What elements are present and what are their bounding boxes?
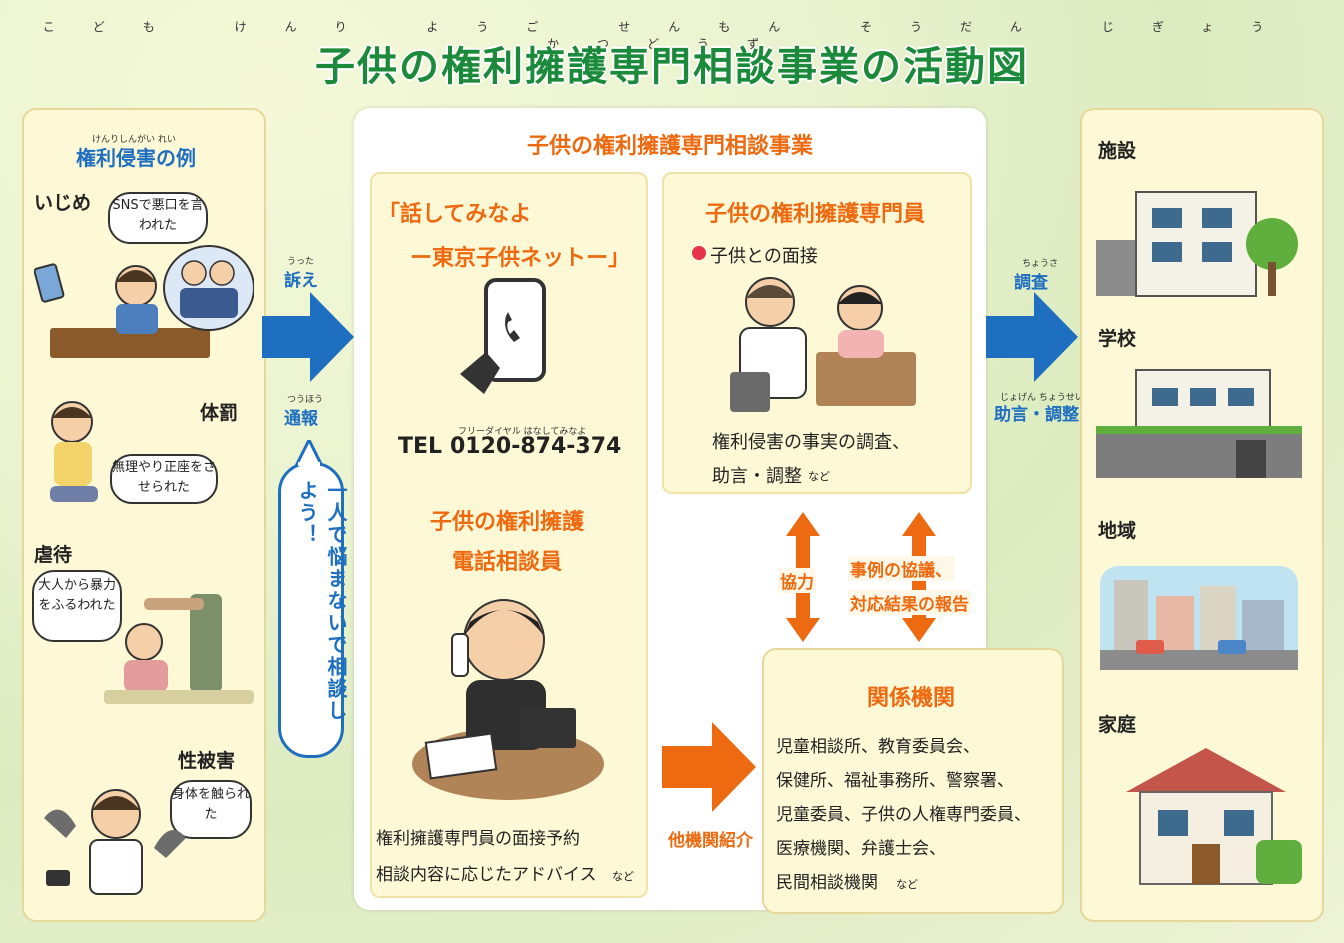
hotline-desc-2: 相談内容に応じたアドバイス	[376, 865, 597, 885]
right-arrow-blue-left	[262, 292, 354, 382]
phone-counselor-illustration	[412, 599, 604, 800]
case-label-taibatsu: 体罰	[200, 402, 239, 424]
target-label-katei: 家庭	[1098, 714, 1137, 736]
center-heading: 子供の権利擁護専門相談事業	[526, 134, 813, 159]
page-title: 子供の権利擁護専門相談事業の活動図	[315, 44, 1029, 90]
uttae-ruby: うった	[287, 257, 315, 267]
abuse-illustration	[104, 594, 254, 704]
chousa-ruby: ちょうさ	[1022, 259, 1059, 269]
kankei-line-1: 児童相談所、教育委員会、	[776, 737, 980, 757]
tel-ruby: フリーダイヤル はなしてみなよ	[458, 427, 587, 437]
left-heading: 権利侵害の例	[76, 146, 196, 170]
community-town-icon	[1100, 566, 1298, 670]
arrow-label-jogen: 助言・調整	[994, 405, 1079, 425]
punishment-illustration	[50, 401, 98, 502]
hotline-desc-suffix: など	[612, 870, 634, 883]
tsuhou-ruby: つうほう	[287, 395, 324, 405]
case-bubble-taibatsu: 無理やり正座をさせられた	[110, 454, 218, 504]
specialist-desc-1: 権利侵害の事実の調査、	[712, 432, 910, 453]
right-arrow-blue-right	[986, 292, 1078, 382]
interview-illustration	[730, 277, 916, 412]
bullet-dot	[692, 246, 706, 260]
message-hitori: 一人で悩まないで相談しよう！	[295, 480, 348, 722]
school-building-icon	[1096, 369, 1302, 478]
arrow-label-uttae: 訴え	[284, 271, 318, 291]
arrow-label-kyougi-1: 事例の協議、	[848, 556, 954, 581]
tel-label: TEL	[398, 434, 443, 459]
smartphone-icon	[460, 278, 546, 394]
message-bubble-tail	[294, 440, 324, 466]
kankei-line-5: 民間相談機関	[776, 873, 878, 893]
bullying-illustration	[34, 245, 254, 358]
specialist-box	[662, 172, 972, 494]
right-arrow-orange	[662, 722, 756, 812]
home-house-icon	[1126, 748, 1302, 885]
target-label-gakkou: 学校	[1098, 328, 1137, 350]
arrow-label-tsuhou: 通報	[284, 409, 318, 429]
target-label-chiiki: 地域	[1098, 520, 1137, 542]
kankei-suffix: など	[896, 878, 918, 891]
case-label-gyakutai: 虐待	[34, 544, 73, 566]
case-label-ijime: いじめ	[34, 192, 92, 214]
arrow-label-kyougi-2: 対応結果の報告	[848, 590, 971, 615]
arrow-label-kyouryoku: 協力	[778, 568, 816, 593]
kankei-line-2: 保健所、福祉事務所、警察署、	[776, 771, 1014, 791]
case-bubble-gyakutai: 大人から暴力をふるわれた	[32, 570, 122, 642]
specialist-desc-2: 助言・調整	[712, 466, 802, 487]
specialist-heading: 子供の権利擁護専門員	[704, 202, 925, 227]
jogen-ruby: じょげん ちょうせい	[1000, 393, 1084, 403]
target-label-shisetsu: 施設	[1098, 140, 1137, 162]
hotline-role-1: 子供の権利擁護	[429, 510, 584, 535]
hotline-desc-1: 権利擁護専門員の面接予約	[376, 829, 580, 849]
case-bubble-seihigai: 身体を触られた	[170, 780, 252, 839]
related-agencies-box	[762, 648, 1064, 914]
kankei-line-3: 児童委員、子供の人権専門委員、	[776, 805, 1031, 825]
hotline-name-2: ー東京子供ネットー」	[410, 246, 631, 271]
hotline-name-1: 「話してみなよ	[378, 202, 532, 227]
arrow-label-chousa: 調査	[1014, 273, 1048, 293]
sexual-harm-illustration	[44, 789, 186, 895]
hotline-role-2: 電話相談員	[451, 550, 562, 575]
facility-building-icon	[1096, 191, 1298, 297]
message-bubble	[278, 462, 344, 758]
title-ruby: こども けんり ようご せんもん そうだん じぎょう かつどうず	[42, 20, 1302, 51]
left-heading-ruby: けんりしんがい れい	[92, 135, 176, 145]
case-label-seihigai: 性被害	[178, 750, 236, 772]
specialist-desc-suffix: など	[808, 470, 830, 483]
kankei-heading: 関係機関	[866, 686, 955, 711]
case-bubble-ijime: SNSで悪口を言われた	[108, 192, 208, 244]
tel-number[interactable]: 0120-874-374	[450, 434, 622, 459]
specialist-bullet: 子供との面接	[710, 246, 818, 267]
kankei-line-4: 医療機関、弁護士会、	[776, 839, 946, 859]
arrow-label-shoukai: 他機関紹介	[668, 831, 753, 851]
